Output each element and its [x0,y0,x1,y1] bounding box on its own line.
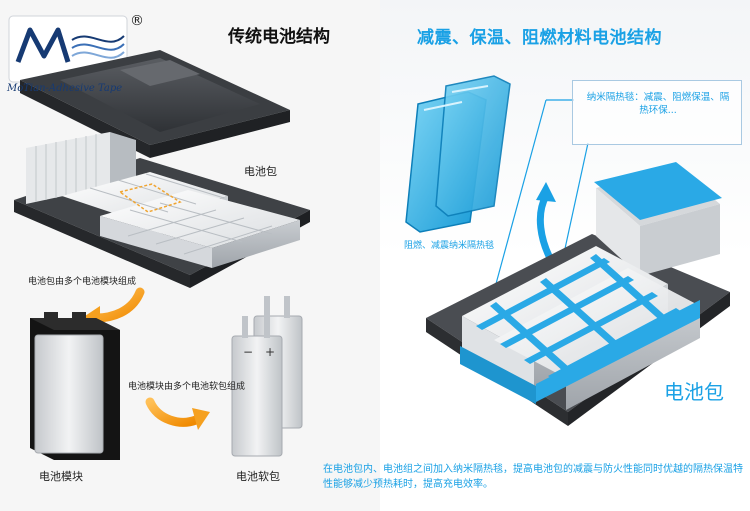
footer-description: 在电池包内、电池组之间加入纳米隔热毯，提高电池包的减震与防火性能同时优越的隔热保… [323,464,743,490]
soft-pack-cells-illustration: − + [231,296,303,457]
felt-callout-box: 纳米隔热毯：减震、阻燃保温、隔热环保... [572,80,742,145]
arrow-module-to-cell [145,397,210,430]
arrow-insert-felt [536,182,556,266]
soft-pack-label: 电池软包 [236,470,280,483]
svg-text:+: + [265,345,275,359]
brand-name: MoTian-Adhesive Tape [7,83,123,94]
insulated-pack-illustration [426,162,730,426]
battery-module-label: 电池模块 [39,470,83,483]
module-composition-label: 电池模块由多个电池软包组成 [128,382,246,392]
right-panel-title: 减震、保温、阻燃材料电池结构 [417,28,662,48]
insulated-pack-label: 电池包 [664,380,724,404]
pack-composition-label: 电池包由多个电池模块组成 [28,277,137,287]
nano-felt-sheets-illustration [405,75,511,233]
svg-text:−: − [243,345,253,359]
battery-module-illustration [30,312,120,460]
battery-pack-label: 电池包 [244,165,277,178]
felt-caption: 阻燃、减震纳米隔热毯 [404,241,495,251]
left-panel-title: 传统电池结构 [228,27,330,47]
felt-callout-text: 纳米隔热毯：减震、阻燃保温、隔热环保... [586,92,730,116]
registered-mark: ® [130,13,144,29]
traditional-pack-illustration [14,132,310,288]
